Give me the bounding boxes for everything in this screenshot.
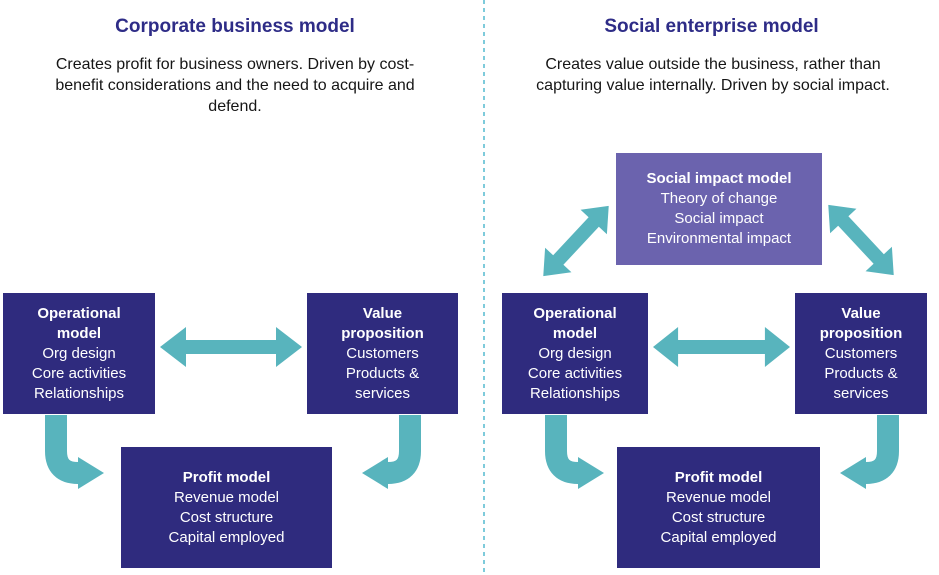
box-line: Revenue model (665, 488, 772, 506)
elbow-arrow-down-right-icon (34, 415, 106, 491)
box-line: Products & services (345, 364, 420, 402)
box-line: Relationships (529, 384, 621, 402)
corporate-profit-model-box: Profit model Revenue model Cost structur… (121, 447, 332, 568)
social-operational-model-box: Operational model Org design Core activi… (502, 293, 648, 414)
social-value-proposition-box: Value proposition Customers Products & s… (795, 293, 927, 414)
box-title: Profit model (182, 468, 271, 486)
box-line: Core activities (31, 364, 127, 382)
box-line: Relationships (33, 384, 125, 402)
box-line: Revenue model (173, 488, 280, 506)
social-profit-model-box: Profit model Revenue model Cost structur… (617, 447, 820, 568)
corporate-panel-description: Creates profit for business owners. Driv… (55, 56, 415, 115)
box-title: Social impact model (646, 170, 792, 187)
corporate-operational-model-box: Operational model Org design Core activi… (3, 293, 155, 414)
box-title: Value proposition (819, 304, 903, 342)
social-panel-description: Creates value outside the business, rath… (536, 56, 890, 94)
box-title: Value proposition (341, 304, 424, 342)
box-line: Theory of change (660, 190, 778, 207)
box-line: Social impact (674, 210, 764, 227)
box-line: Capital employed (168, 528, 285, 546)
box-title: Profit model (674, 468, 763, 486)
elbow-arrow-down-left-icon (838, 415, 910, 491)
diagonal-double-arrow-icon (814, 191, 909, 288)
box-line: Org design (42, 344, 116, 362)
corporate-panel-title: Corporate business model (115, 16, 355, 37)
box-line: Cost structure (671, 508, 766, 526)
corporate-value-proposition-box: Value proposition Customers Products & s… (307, 293, 458, 414)
box-line: Products & services (824, 364, 898, 402)
box-line: Core activities (527, 364, 623, 382)
double-arrow-icon (653, 325, 790, 369)
diagonal-double-arrow-icon (529, 192, 624, 289)
box-line: Customers (824, 344, 898, 362)
box-line: Capital employed (660, 528, 777, 546)
box-line: Environmental impact (646, 230, 792, 247)
elbow-arrow-down-left-icon (360, 415, 432, 491)
double-arrow-icon (160, 325, 302, 369)
box-line: Customers (346, 344, 419, 362)
elbow-arrow-down-right-icon (534, 415, 606, 491)
box-line: Org design (538, 344, 612, 362)
social-impact-model-box: Social impact model Theory of change Soc… (616, 153, 822, 265)
social-panel-title: Social enterprise model (604, 16, 819, 37)
box-line: Cost structure (179, 508, 274, 526)
box-title: Operational model (533, 304, 617, 342)
box-title: Operational model (37, 304, 121, 342)
panel-divider-dashed-line (483, 0, 485, 575)
